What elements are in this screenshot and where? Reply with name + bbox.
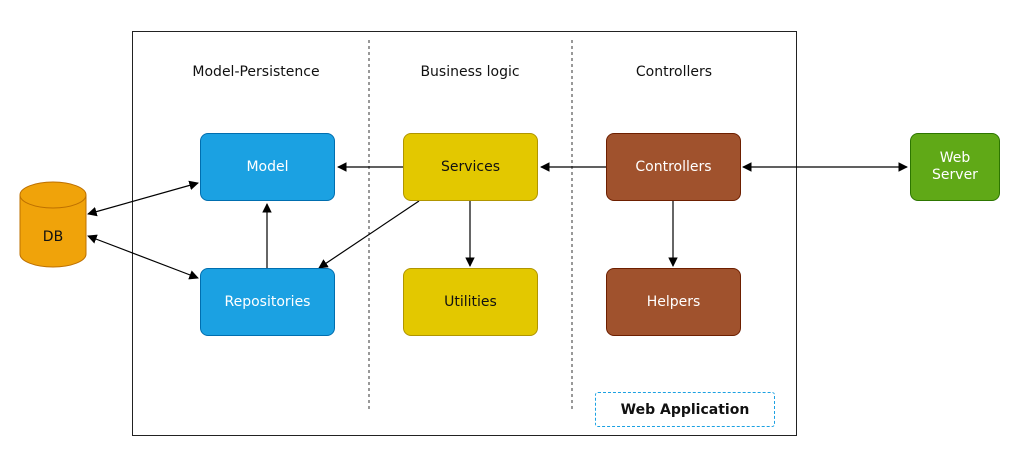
helpers-node: Helpers xyxy=(606,268,741,336)
section-title-controllers: Controllers xyxy=(635,64,713,80)
repositories-node: Repositories xyxy=(200,268,335,336)
web-application-frame xyxy=(132,31,797,436)
model-node: Model xyxy=(200,133,335,201)
arrow-services-repositories xyxy=(318,200,420,269)
db-cylinder xyxy=(19,181,87,268)
web-server-label: Web Server xyxy=(932,150,978,183)
section-title-model-persistence: Model-Persistence xyxy=(192,64,320,80)
arrow-db-model xyxy=(87,180,199,217)
db-label: DB xyxy=(42,229,64,245)
web-application-badge: Web Application xyxy=(595,392,775,427)
services-node: Services xyxy=(403,133,538,201)
controllers-node: Controllers xyxy=(606,133,741,201)
arrow-db-repositories xyxy=(87,234,199,280)
utilities-node: Utilities xyxy=(403,268,538,336)
section-title-business-logic: Business logic xyxy=(420,64,520,80)
web-server-node: Web Server xyxy=(910,133,1000,201)
